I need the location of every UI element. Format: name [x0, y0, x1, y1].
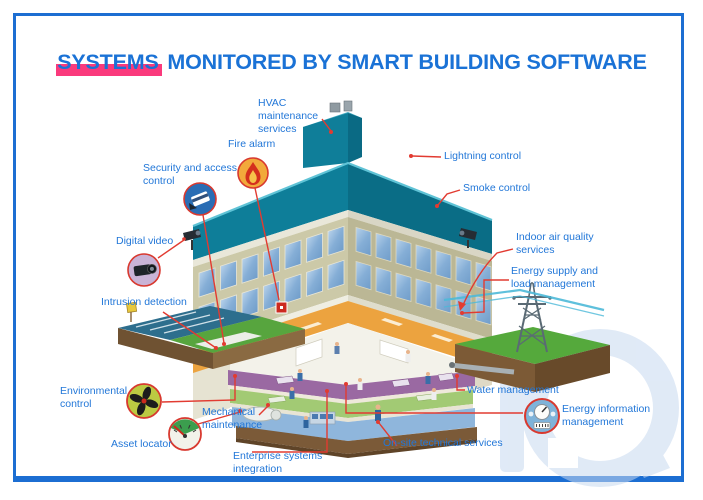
- keycard-icon: [183, 182, 217, 216]
- page-title: SYSTEMS MONITORED BY SMART BUILDING SOFT…: [0, 50, 703, 77]
- right-terrain-pylon: [443, 282, 610, 392]
- label-mechanical-maintenance: Mechanical maintenance: [202, 406, 263, 431]
- label-indoor-air-quality-services: Indoor air quality services: [516, 231, 594, 256]
- person-figure: [425, 372, 431, 384]
- ledge-upper-left: [193, 210, 348, 267]
- cctv-camera-right: [459, 228, 477, 248]
- fire-alarm-box: [275, 301, 288, 314]
- leader-line-security: [202, 214, 225, 344]
- windows-right-face: [355, 226, 492, 326]
- title-rest: MONITORED BY SMART BUILDING SOFTWARE: [161, 50, 647, 74]
- label-enterprise-systems-integration: Enterprise systems integration: [233, 450, 323, 475]
- person-figure: [357, 378, 363, 390]
- title-highlighted-word: SYSTEMS: [56, 50, 162, 77]
- leader-line-video: [157, 239, 185, 259]
- leader-line-environmental: [161, 377, 236, 403]
- building-illustration: [183, 100, 493, 458]
- leader-line-water: [456, 377, 465, 391]
- label-smoke-control: Smoke control: [463, 182, 531, 194]
- leader-lines: [157, 118, 523, 453]
- leader-line-intrusion: [162, 311, 217, 349]
- leader-line-onsite: [378, 422, 398, 447]
- leader-line-hvac: [321, 118, 332, 132]
- ledge-upper-right: [348, 210, 492, 261]
- people-figures: [289, 342, 437, 428]
- person-figure-onsite-worker: [375, 404, 381, 421]
- fan-icon: [126, 383, 162, 419]
- label-energy-information-management: Energy information management: [562, 403, 651, 428]
- leader-line-indoorair: [462, 248, 514, 306]
- leader-line-energyinfo: [345, 385, 523, 414]
- power-lines: [443, 288, 605, 317]
- roof-parapet: [192, 161, 493, 260]
- label-environmental-control: Environmental control: [60, 385, 128, 410]
- page-border-frame: [13, 13, 684, 482]
- rooftop-hvac-unit: [303, 100, 362, 168]
- label-digital-video: Digital video: [116, 235, 174, 247]
- person-figure: [431, 388, 437, 400]
- foundation-earth: [236, 426, 477, 458]
- slab-1: [228, 385, 475, 404]
- camera-icon: [127, 253, 161, 287]
- leader-line-lightning: [411, 155, 442, 158]
- label-onsite-technical-services: On-site technical services: [383, 437, 503, 449]
- leader-line-fire: [254, 187, 280, 301]
- label-water-management: Water management: [467, 384, 559, 396]
- leader-line-energysupply: [462, 279, 509, 314]
- label-energy-supply-load-management: Energy supply and load management: [511, 265, 598, 290]
- green-floor: [230, 389, 473, 418]
- site-sign: [126, 301, 138, 322]
- label-intrusion-detection: Intrusion detection: [101, 296, 187, 308]
- leader-line-mechanical: [258, 405, 269, 416]
- label-asset-locator: Asset locator: [111, 438, 172, 450]
- gauge-icon: [168, 417, 202, 451]
- arrowhead-indoorair: [458, 301, 466, 311]
- cutaway-room-top: [230, 323, 475, 385]
- person-figure: [289, 387, 295, 399]
- flame-icon: [237, 157, 269, 189]
- label-security-access-control: Security and access control: [143, 162, 237, 187]
- person-figure: [405, 350, 411, 362]
- water-pipe: [449, 362, 515, 375]
- transmission-tower: [512, 282, 552, 353]
- leader-line-asset: [197, 411, 241, 425]
- leader-line-endpoints: [182, 130, 466, 424]
- person-figure: [334, 342, 340, 354]
- person-figure: [303, 416, 309, 428]
- cctv-camera-left: [183, 229, 201, 250]
- label-hvac-maintenance-services: HVAC maintenance services: [258, 97, 319, 135]
- person-figure: [297, 369, 303, 381]
- meter-icon: [524, 398, 560, 434]
- label-lightning-control: Lightning control: [444, 150, 522, 162]
- leader-line-smoke: [437, 189, 461, 206]
- leader-line-enterprise: [252, 392, 328, 453]
- ledge-lower-right: [348, 295, 492, 345]
- label-fire-alarm: Fire alarm: [228, 138, 276, 150]
